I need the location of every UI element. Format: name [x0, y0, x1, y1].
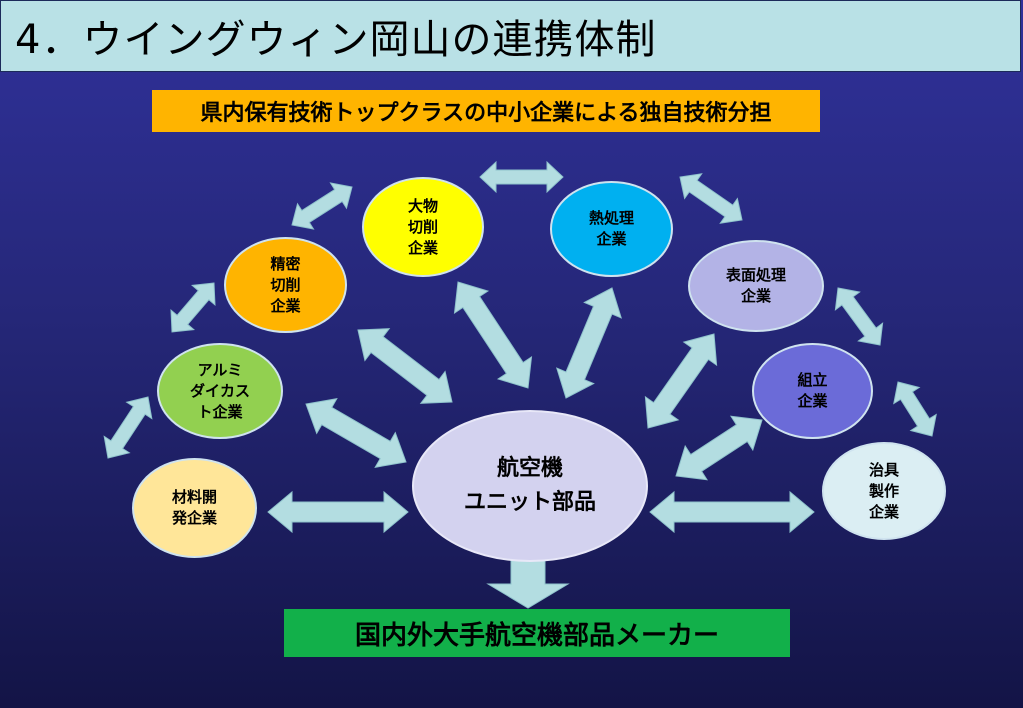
node-precision-cutting-label: 精密 切削 企業: [270, 254, 301, 315]
arrow-assembly-jig: [893, 381, 937, 437]
arrow-aluminum-center: [305, 398, 407, 468]
arrow-large-center: [453, 281, 533, 389]
arrow-large-heat: [479, 160, 564, 194]
node-jig-manufacturing-label: 治具 製作 企業: [868, 460, 899, 521]
arrow-surface-assembly: [834, 287, 884, 346]
node-heat-treatment: 熱処理 企業: [550, 181, 673, 277]
page-title: 4．ウイングウィン岡山の連携体制: [15, 17, 657, 63]
subtitle-banner: 県内保有技術トップクラスの中小企業による独自技術分担: [152, 90, 820, 132]
arrow-surface-center: [644, 333, 718, 429]
node-surface-treatment: 表面処理 企業: [688, 240, 824, 332]
arrow-precision-center: [357, 328, 453, 404]
arrow-large-precision: [291, 182, 353, 230]
node-jig-manufacturing: 治具 製作 企業: [822, 442, 946, 540]
arrow-aluminum-material: [103, 396, 153, 459]
node-precision-cutting: 精密 切削 企業: [224, 237, 347, 333]
node-large-cutting-label: 大物 切削 企業: [407, 196, 438, 257]
node-material-development: 材料開 発企業: [132, 458, 257, 558]
node-aluminum-casting-label: アルミ ダイカス ト企業: [189, 360, 250, 421]
manufacturer-box: 国内外大手航空機部品メーカー: [284, 609, 790, 657]
title-bar: 4．ウイングウィン岡山の連携体制: [0, 0, 1021, 72]
node-heat-treatment-label: 熱処理 企業: [588, 209, 634, 248]
node-aluminum-casting: アルミ ダイカス ト企業: [157, 343, 283, 439]
node-assembly: 組立 企業: [752, 343, 873, 439]
center-node-label: 航空機 ユニット部品: [463, 456, 596, 515]
center-node: 航空機 ユニット部品: [412, 410, 648, 562]
arrow-heat-surface: [679, 173, 743, 224]
node-material-development-label: 材料開 発企業: [171, 488, 217, 527]
node-large-cutting: 大物 切削 企業: [362, 177, 484, 277]
arrow-assembly-center: [675, 415, 763, 481]
arrow-center-manufacturer: [486, 555, 570, 609]
arrow-center-jig: [649, 490, 815, 534]
arrow-precision-aluminum: [170, 282, 216, 333]
node-surface-treatment-label: 表面処理 企業: [725, 266, 786, 305]
arrow-material-center: [267, 490, 409, 534]
arrow-heat-center: [556, 287, 622, 399]
node-assembly-label: 組立 企業: [797, 371, 828, 410]
